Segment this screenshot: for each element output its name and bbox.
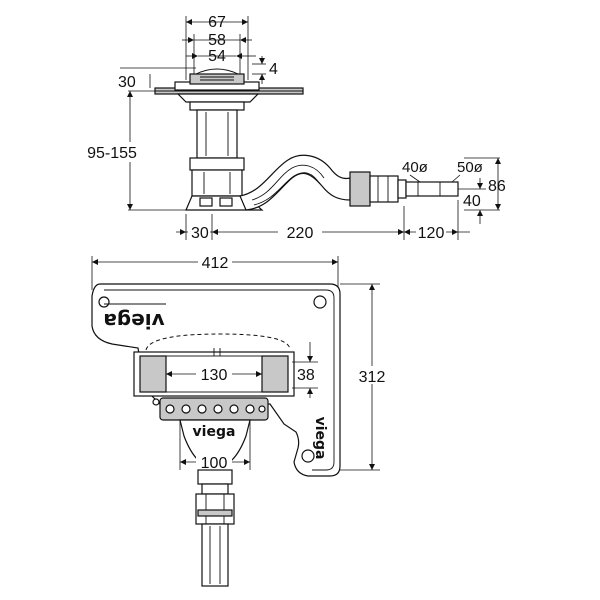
dim-40: 40 — [463, 193, 481, 210]
grate-top — [189, 73, 245, 85]
side-elevation: 67 58 54 4 30 95-155 — [70, 14, 506, 242]
dim-220: 220 — [287, 225, 314, 242]
pipe-coupling — [195, 493, 235, 525]
dim-412: 412 — [202, 255, 229, 272]
outlet-pipe — [405, 181, 459, 197]
dim-30-top: 30 — [118, 74, 136, 91]
dim-120: 120 — [418, 225, 445, 242]
hidden-outline — [145, 333, 291, 351]
dim-4: 4 — [269, 61, 278, 78]
plan-view: 412 viega 130 3 — [91, 252, 388, 587]
viega-logo-funnel: viega — [193, 424, 236, 440]
viega-logo-top: viega — [103, 309, 164, 333]
riser-coupling — [189, 157, 245, 171]
viega-logo-side: viega — [312, 417, 328, 460]
outlet-nut — [349, 171, 371, 207]
pipe-tube — [201, 523, 229, 587]
dim-38: 38 — [297, 367, 315, 384]
dim-312: 312 — [359, 369, 386, 386]
pipe-nut — [197, 469, 233, 485]
trap-bend — [239, 154, 351, 211]
dim-86: 86 — [488, 178, 506, 195]
mounting-hole — [301, 449, 315, 463]
dim-100: 100 — [201, 455, 228, 472]
dim-95-155: 95-155 — [87, 145, 137, 162]
mounting-hole — [98, 296, 110, 308]
riser-tube — [196, 109, 238, 159]
dim-58: 58 — [208, 32, 226, 49]
dim-54: 54 — [208, 48, 226, 65]
dim-30-bottom: 30 — [191, 225, 209, 242]
dim-130: 130 — [201, 367, 228, 384]
mounting-hole — [313, 295, 327, 309]
dim-40-diameter: 40ø — [402, 159, 428, 176]
collar — [176, 93, 260, 103]
dim-50-diameter: 50ø — [457, 159, 483, 176]
outlet-coupling — [369, 175, 399, 203]
dim-67: 67 — [208, 14, 226, 31]
